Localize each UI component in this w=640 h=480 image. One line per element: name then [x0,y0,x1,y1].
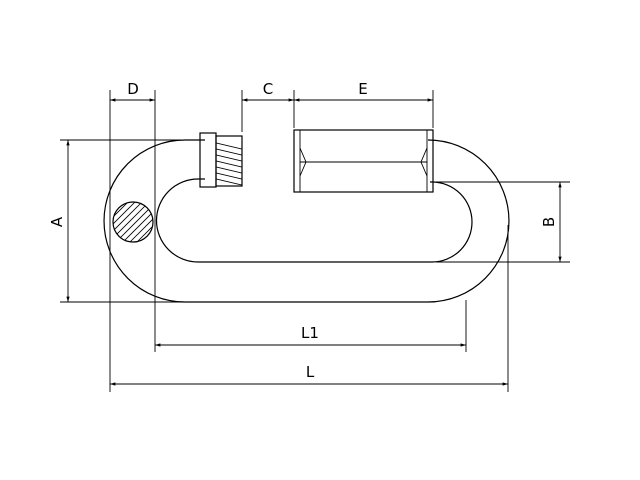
label-b: B [540,217,558,227]
label-d: D [127,80,139,98]
threaded-gate-end [199,132,243,188]
label-l: L [306,363,315,381]
label-c: C [263,80,273,98]
wire-section-hatched [112,201,154,243]
label-l1: L1 [301,324,319,342]
label-a: A [48,216,66,227]
extension-lines [60,90,570,392]
link-outer-contour [103,139,510,303]
label-e: E [358,80,367,98]
link-inner-contour [155,178,473,263]
gate-nut [293,129,434,193]
